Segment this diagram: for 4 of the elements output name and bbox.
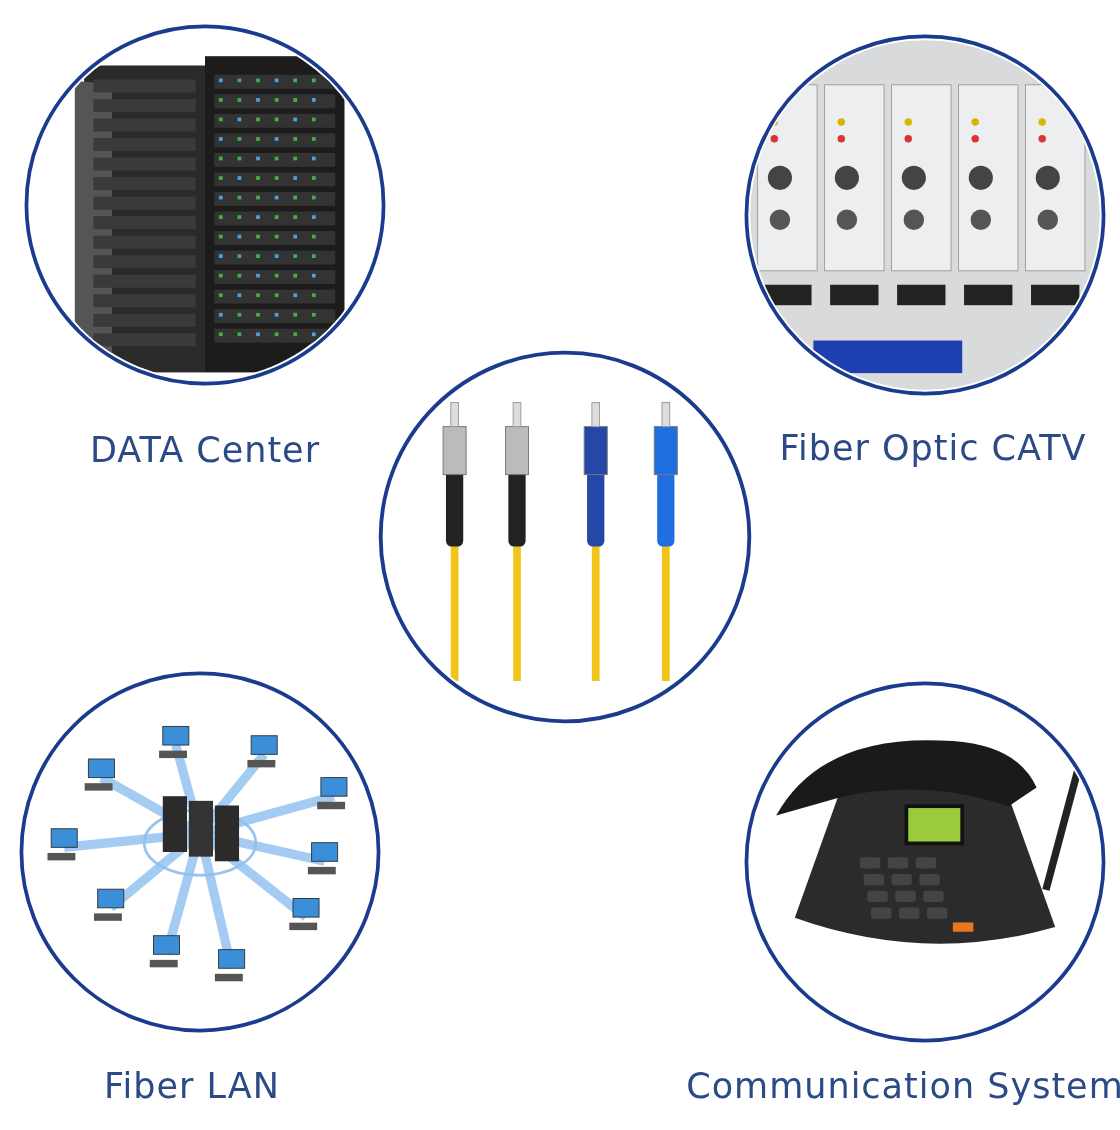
node-label: Fiber LAN — [104, 1066, 280, 1106]
node-label: Fiber Optic CATV — [779, 428, 1087, 468]
node-label: DATA Center — [89, 430, 321, 470]
node-label: Communication System — [686, 1066, 1120, 1106]
